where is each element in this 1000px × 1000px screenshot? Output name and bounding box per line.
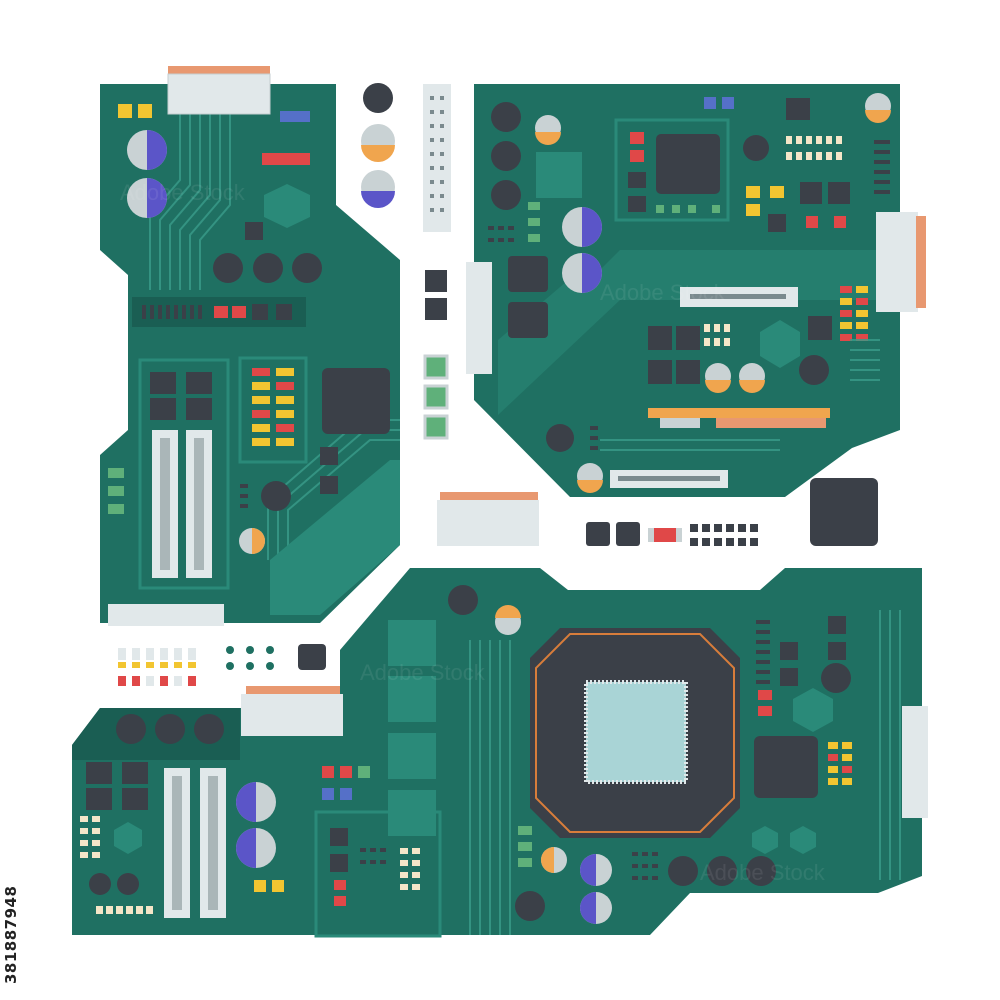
watermark-text: Adobe Stock <box>700 860 826 885</box>
loose-components-middle <box>437 478 878 546</box>
watermark-text: Adobe Stock <box>360 660 486 685</box>
circuit-board-bottom <box>72 568 928 938</box>
watermark: Adobe Stock Adobe Stock Adobe Stock Adob… <box>120 180 826 885</box>
circuit-board-top-right <box>466 84 926 497</box>
circuit-board-top-left <box>100 66 400 626</box>
watermark-text: Adobe Stock <box>600 280 726 305</box>
watermark-text: Adobe Stock <box>120 180 246 205</box>
loose-components-top <box>361 83 451 440</box>
loose-components-bottom-left <box>118 644 326 686</box>
stock-id-label: 381887948 <box>2 885 20 984</box>
